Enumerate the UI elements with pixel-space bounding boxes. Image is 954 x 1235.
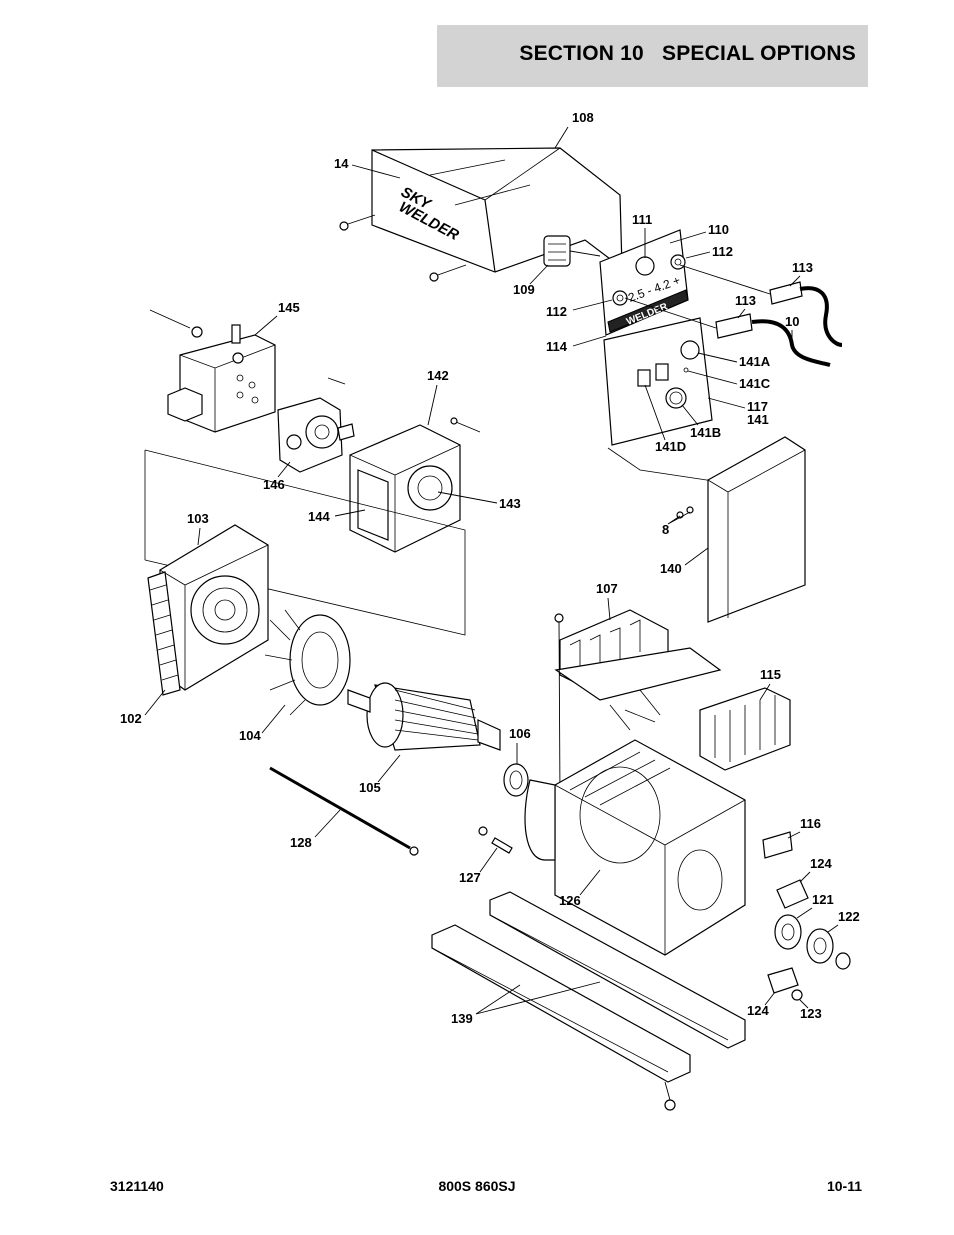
callout-141: 141 [747,412,769,427]
callout-122: 122 [838,909,860,924]
bolt-127 [478,826,513,854]
callout-141C: 141C [739,376,771,391]
callout-105: 105 [359,780,381,795]
callout-141D: 141D [655,439,686,454]
callout-126: 126 [559,893,581,908]
diode-block-115 [699,687,791,771]
side-cover-140 [676,436,806,623]
callout-143: 143 [499,496,521,511]
plugs-113-cable-10 [624,264,843,367]
section-header: SECTION 10 SPECIAL OPTIONS [437,25,868,87]
section-title: SECTION 10 SPECIAL OPTIONS [519,42,856,65]
callout-146: 146 [263,477,285,492]
callout-10: 10 [785,314,799,329]
footer-doc-number: 3121140 [110,1178,164,1194]
callout-121: 121 [812,892,834,907]
switch-109 [543,235,601,267]
armature-105 [347,682,501,751]
callout-102: 102 [120,711,142,726]
callout-113-bottom: 113 [735,293,756,308]
callout-116: 116 [800,816,821,831]
callout-112-bottom: 112 [546,304,567,319]
callout-144: 144 [308,509,330,524]
callout-123: 123 [800,1006,822,1021]
grille-102 [147,571,181,696]
base-rails-139 [431,891,746,1111]
callout-114: 114 [546,339,568,354]
callout-110: 110 [708,222,729,237]
pump-146 [277,377,355,473]
callout-117: 117 [747,399,768,414]
callout-8: 8 [662,522,669,537]
callout-127: 127 [459,870,481,885]
callout-107: 107 [596,581,618,596]
rings-121-122-123 [774,914,851,1001]
callout-128: 128 [290,835,312,850]
callout-108: 108 [572,110,594,125]
end-bell-103 [159,524,269,691]
adapter-housing-142 [349,417,481,553]
callout-104: 104 [239,728,261,743]
callout-103: 103 [187,511,209,526]
callout-140: 140 [660,561,682,576]
fan-104 [264,609,351,716]
alignment-plane [144,449,466,636]
callout-142: 142 [427,368,449,383]
callout-112-top: 112 [712,244,733,259]
callout-labels: 108 14 111 110 112 113 109 112 113 10 14… [120,110,860,1026]
bearing-106 [503,763,529,797]
connectors-124 [767,879,809,994]
stator-frame-126 [524,739,746,956]
callout-106: 106 [509,726,531,741]
footer-page-number: 10-11 [826,1178,862,1194]
callout-113-top: 113 [792,260,813,275]
callout-111: 111 [632,212,652,227]
control-box-117 [603,317,741,486]
rectifier-107 [554,609,722,801]
valve-block-145 [149,309,276,433]
callout-109: 109 [513,282,535,297]
cover-screws [339,214,467,282]
callout-141B: 141B [690,425,721,440]
callout-115: 115 [760,667,781,682]
callout-145: 145 [278,300,300,315]
brush-holder-116 [762,831,793,859]
tie-rod-128 [269,766,419,856]
callout-14: 14 [334,156,349,171]
callout-141A: 141A [739,354,771,369]
footer-model: 800S 860SJ [438,1178,516,1194]
callout-124-top: 124 [810,856,832,871]
callout-124-bottom: 124 [747,1003,769,1018]
callout-139: 139 [451,1011,473,1026]
